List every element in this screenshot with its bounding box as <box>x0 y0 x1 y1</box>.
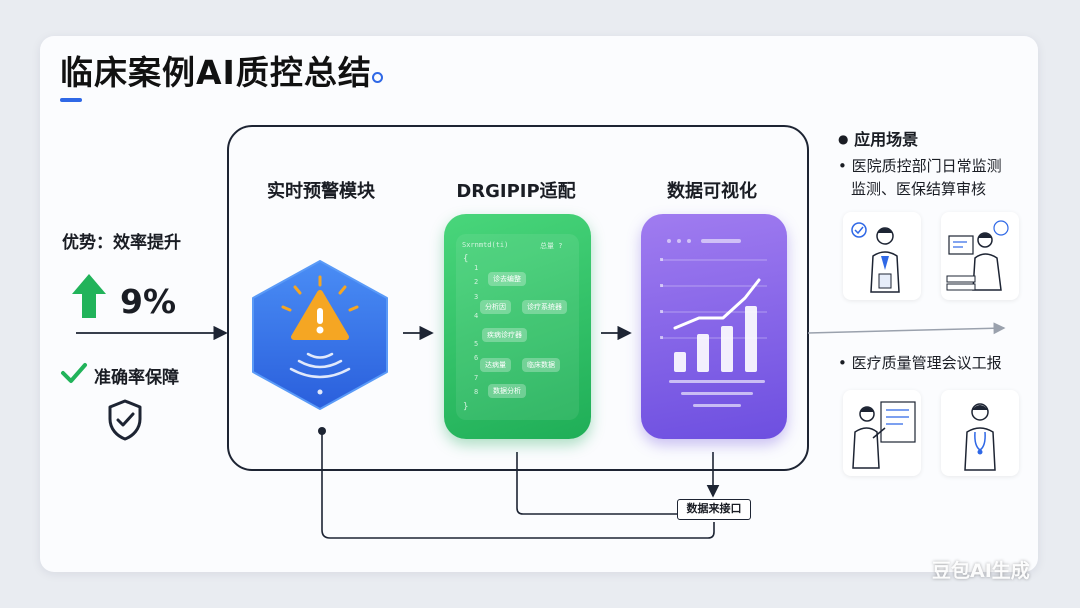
line-number: 5 <box>474 340 479 348</box>
green-to-api-line <box>516 452 677 515</box>
module-title-alert: 实时预警模块 <box>267 181 375 202</box>
data-interface-box: 数据来接口 <box>677 499 751 520</box>
alert-rays <box>281 275 359 312</box>
code-chip: 诊疗系统器 <box>522 300 567 314</box>
warning-icon <box>291 290 349 340</box>
efficiency-percent: 9% <box>120 282 177 321</box>
scenario-item-1: • 医院质控部门日常监测 <box>838 155 1002 176</box>
code-panel <box>456 234 579 420</box>
line-number: 8 <box>474 388 479 396</box>
bullet-dot: • <box>838 354 847 372</box>
accuracy-label: 准确率保障 <box>94 368 179 388</box>
code-header-right: 总量 ? <box>540 242 563 250</box>
process-frame <box>227 125 809 471</box>
line-number: 3 <box>474 293 479 301</box>
brace-close: } <box>463 402 469 412</box>
scenario-item-1-line2: 监测、医保结算审核 <box>851 180 987 198</box>
line-number: 4 <box>474 312 479 320</box>
bar-line-chart-icon <box>660 239 767 407</box>
scenario-item-2: • 医疗质量管理会议工报 <box>838 352 1002 373</box>
code-chip: 临床数据 <box>522 358 560 372</box>
advantage-label: 优势：效率提升 <box>62 233 181 253</box>
doctor-illustration <box>843 212 921 300</box>
bullet-dot: • <box>838 157 847 175</box>
watermark: 豆包AI生成 <box>932 560 1030 582</box>
bullet-dot: ● <box>838 132 849 146</box>
code-chip: 达病量 <box>480 358 511 372</box>
line-number: 1 <box>474 264 479 272</box>
feedback-loop <box>321 431 715 539</box>
presenter-illustration <box>843 390 921 476</box>
scenario-item-2-text: 医疗质量管理会议工报 <box>851 354 1002 372</box>
doctor-computer-icon <box>946 220 1009 291</box>
line-number: 7 <box>474 374 479 382</box>
title-underline <box>60 98 82 102</box>
doctor-icon <box>851 222 900 293</box>
page-title: 临床案例AI质控总结 <box>60 53 372 92</box>
alert-module-hexagon <box>252 260 388 410</box>
scenario-item-1-line1: 医院质控部门日常监测 <box>851 157 1002 175</box>
doctor-desk-illustration <box>941 212 1019 300</box>
shield-check-icon <box>108 399 142 441</box>
output-arrow <box>807 322 1006 335</box>
title-dot <box>372 72 383 83</box>
module-title-visual: 数据可视化 <box>667 181 757 202</box>
signal-waves-icon <box>289 352 351 379</box>
scenarios-heading: ● 应用场景 <box>838 126 918 150</box>
code-header-left: Sxrnmtd(ti) <box>462 241 509 249</box>
line-number: 6 <box>474 354 479 362</box>
checkmark-icon <box>61 363 87 383</box>
brace-open: { <box>463 254 469 264</box>
arrow-up-icon <box>72 274 106 318</box>
code-chip: 分析因 <box>480 300 511 314</box>
module-title-drg: DRGIPIP适配 <box>456 181 576 202</box>
drg-module-card: Sxrnmtd(ti) 总量 ? { } 1 2 3 4 5 6 7 8 诊去编… <box>444 214 591 439</box>
code-chip: 诊去编整 <box>488 272 526 286</box>
doctor-stethoscope-icon <box>964 403 996 471</box>
visualization-card <box>641 214 787 439</box>
code-chip: 疾病诊疗器 <box>482 328 527 342</box>
line-number: 2 <box>474 278 479 286</box>
scenarios-heading-text: 应用场景 <box>854 130 919 149</box>
code-chip: 数据分析 <box>488 384 526 398</box>
presentation-board-icon <box>852 401 916 469</box>
doctor-stethoscope-illustration <box>941 390 1019 476</box>
